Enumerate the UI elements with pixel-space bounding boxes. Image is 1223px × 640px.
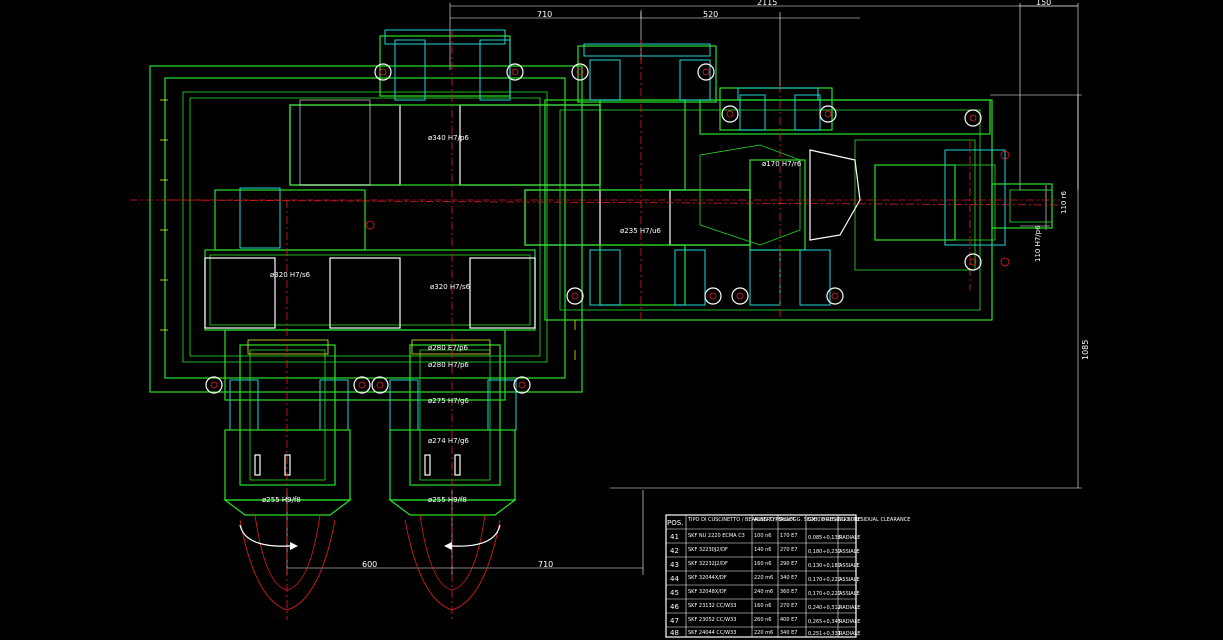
svg-text:SKF 32048X/DF: SKF 32048X/DF xyxy=(688,589,727,595)
svg-text:ASSIALE: ASSIALE xyxy=(839,549,860,555)
svg-text:RADIALE: RADIALE xyxy=(839,631,860,637)
table-row: 41 SKF NU 2220 ECMA C3 100 n6 170 E7 0,0… xyxy=(670,533,860,541)
svg-text:RADIALE: RADIALE xyxy=(839,605,860,611)
svg-text:170 E7: 170 E7 xyxy=(780,533,797,539)
svg-text:ASSIALE: ASSIALE xyxy=(839,563,860,569)
dim-middle-section: 520 xyxy=(703,10,718,19)
svg-text:0,180÷0,230: 0,180÷0,230 xyxy=(808,549,841,555)
fit-label: ø235 H7/u6 xyxy=(620,227,661,235)
gear-sections xyxy=(204,99,996,329)
svg-text:160 n6: 160 n6 xyxy=(754,603,771,609)
svg-text:SKF 24044 CC/W33: SKF 24044 CC/W33 xyxy=(688,630,736,636)
table-row: 44 SKF 32044X/DF 220 m6 340 E7 0,170÷0,2… xyxy=(670,575,860,583)
svg-text:SKF 32044X/DF: SKF 32044X/DF xyxy=(688,575,727,581)
svg-text:0,170÷0,220: 0,170÷0,220 xyxy=(808,591,841,597)
svg-text:RADIALE: RADIALE xyxy=(839,535,860,541)
svg-text:42: 42 xyxy=(670,547,679,555)
svg-text:0,085÷0,138: 0,085÷0,138 xyxy=(808,535,841,541)
svg-text:44: 44 xyxy=(670,575,679,583)
fit-label: ø255 H9/f8 xyxy=(262,496,301,504)
table-header: POS. xyxy=(667,519,683,527)
svg-text:270 E7: 270 E7 xyxy=(780,603,797,609)
right-dimension-lines xyxy=(610,94,1082,489)
svg-text:45: 45 xyxy=(670,589,679,597)
output-shafts xyxy=(223,339,517,516)
svg-text:48: 48 xyxy=(670,629,679,637)
top-dimension-lines xyxy=(449,3,1079,190)
svg-text:SKF NU 2220 ECMA C3: SKF NU 2220 ECMA C3 xyxy=(688,533,745,539)
fit-label: ø274 H7/g6 xyxy=(428,437,469,445)
flange-markers xyxy=(160,99,576,360)
dim-vertical-height: 1085 xyxy=(1081,340,1090,360)
table-header: ALBERO / SHAFT xyxy=(754,517,796,523)
svg-text:340 E7: 340 E7 xyxy=(780,630,797,636)
dim-right-offset: 150 xyxy=(1036,0,1051,7)
svg-text:ASSIALE: ASSIALE xyxy=(839,577,860,583)
svg-text:47: 47 xyxy=(670,617,679,625)
svg-text:RADIALE: RADIALE xyxy=(839,619,860,625)
svg-text:240 m6: 240 m6 xyxy=(754,589,773,595)
svg-text:SKF 32232J2/DF: SKF 32232J2/DF xyxy=(688,561,728,567)
table-header: TIPO DI CUSCINETTO / BEARING TYPE xyxy=(687,517,781,523)
svg-text:290 E7: 290 E7 xyxy=(780,561,797,567)
bolt-holes xyxy=(205,63,1010,394)
svg-text:100 n6: 100 n6 xyxy=(754,533,771,539)
dim-shaft-fit: 110 H7/p6 xyxy=(1034,225,1042,262)
svg-text:SKF 32230J2/DF: SKF 32230J2/DF xyxy=(688,547,728,553)
fit-label: ø170 H7/r6 xyxy=(762,160,802,168)
bearing-table: POS. TIPO DI CUSCINETTO / BEARING TYPE A… xyxy=(665,514,910,638)
fit-label: ø280 E7/p6 xyxy=(428,344,469,352)
svg-text:0,265÷0,345: 0,265÷0,345 xyxy=(808,619,841,625)
fit-labels: ø340 H7/p6 ø170 H7/r6 ø235 H7/u6 ø320 H7… xyxy=(262,134,802,504)
table-row: 45 SKF 32048X/DF 240 m6 360 E7 0,170÷0,2… xyxy=(670,589,860,597)
bearing-details xyxy=(229,39,1006,431)
table-header: GIOCO RESIDUO / RESIDUAL CLEARANCE xyxy=(808,517,910,523)
svg-text:220 m6: 220 m6 xyxy=(754,575,773,581)
fit-label: ø275 H7/g6 xyxy=(428,397,469,405)
fit-label: ø320 H7/s6 xyxy=(430,283,471,291)
center-lines xyxy=(130,30,1061,620)
table-row: 42 SKF 32230J2/DF 140 n6 270 E7 0,180÷0,… xyxy=(670,547,860,555)
svg-text:270 E7: 270 E7 xyxy=(780,547,797,553)
dim-output-offset: 710 xyxy=(538,560,553,569)
dim-shaft-diameter: 110 r6 xyxy=(1060,191,1068,214)
svg-text:160 n6: 160 n6 xyxy=(754,561,771,567)
svg-text:260 n6: 260 n6 xyxy=(754,617,771,623)
svg-text:46: 46 xyxy=(670,603,679,611)
dim-overall-width: 2115 xyxy=(757,0,777,7)
svg-text:41: 41 xyxy=(670,533,679,541)
fit-label: ø340 H7/p6 xyxy=(428,134,469,142)
fit-label: ø320 H7/s6 xyxy=(270,271,311,279)
svg-text:400 E7: 400 E7 xyxy=(780,617,797,623)
table-row: 48 SKF 24044 CC/W33 220 m6 340 E7 0,251÷… xyxy=(670,629,860,637)
svg-text:SKF 23052 CC/W33: SKF 23052 CC/W33 xyxy=(688,617,736,623)
svg-text:0,170÷0,220: 0,170÷0,220 xyxy=(808,577,841,583)
fit-label: ø280 H7/p6 xyxy=(428,361,469,369)
svg-text:140 n6: 140 n6 xyxy=(754,547,771,553)
dim-output-spacing: 600 xyxy=(362,560,377,569)
table-header: ALLOGG. SEDE / HOUSING BORE xyxy=(780,517,861,523)
table-row: 43 SKF 32232J2/DF 160 n6 290 E7 0,130÷0,… xyxy=(670,561,860,569)
svg-text:340 E7: 340 E7 xyxy=(780,575,797,581)
svg-text:360 E7: 360 E7 xyxy=(780,589,797,595)
svg-text:0,251÷0,331: 0,251÷0,331 xyxy=(808,631,841,637)
svg-text:220 m6: 220 m6 xyxy=(754,630,773,636)
svg-text:0,130÷0,180: 0,130÷0,180 xyxy=(808,563,841,569)
fit-label: ø255 H9/f8 xyxy=(428,496,467,504)
svg-text:SKF 23132 CC/W33: SKF 23132 CC/W33 xyxy=(688,603,736,609)
svg-text:ASSIALE: ASSIALE xyxy=(839,591,860,597)
svg-text:0,240÷0,312: 0,240÷0,312 xyxy=(808,605,841,611)
table-row: 47 SKF 23052 CC/W33 260 n6 400 E7 0,265÷… xyxy=(670,617,860,625)
svg-text:43: 43 xyxy=(670,561,679,569)
table-row: 46 SKF 23132 CC/W33 160 n6 270 E7 0,240÷… xyxy=(670,603,860,611)
rotation-arrows xyxy=(239,524,501,550)
dim-left-section: 710 xyxy=(537,10,552,19)
